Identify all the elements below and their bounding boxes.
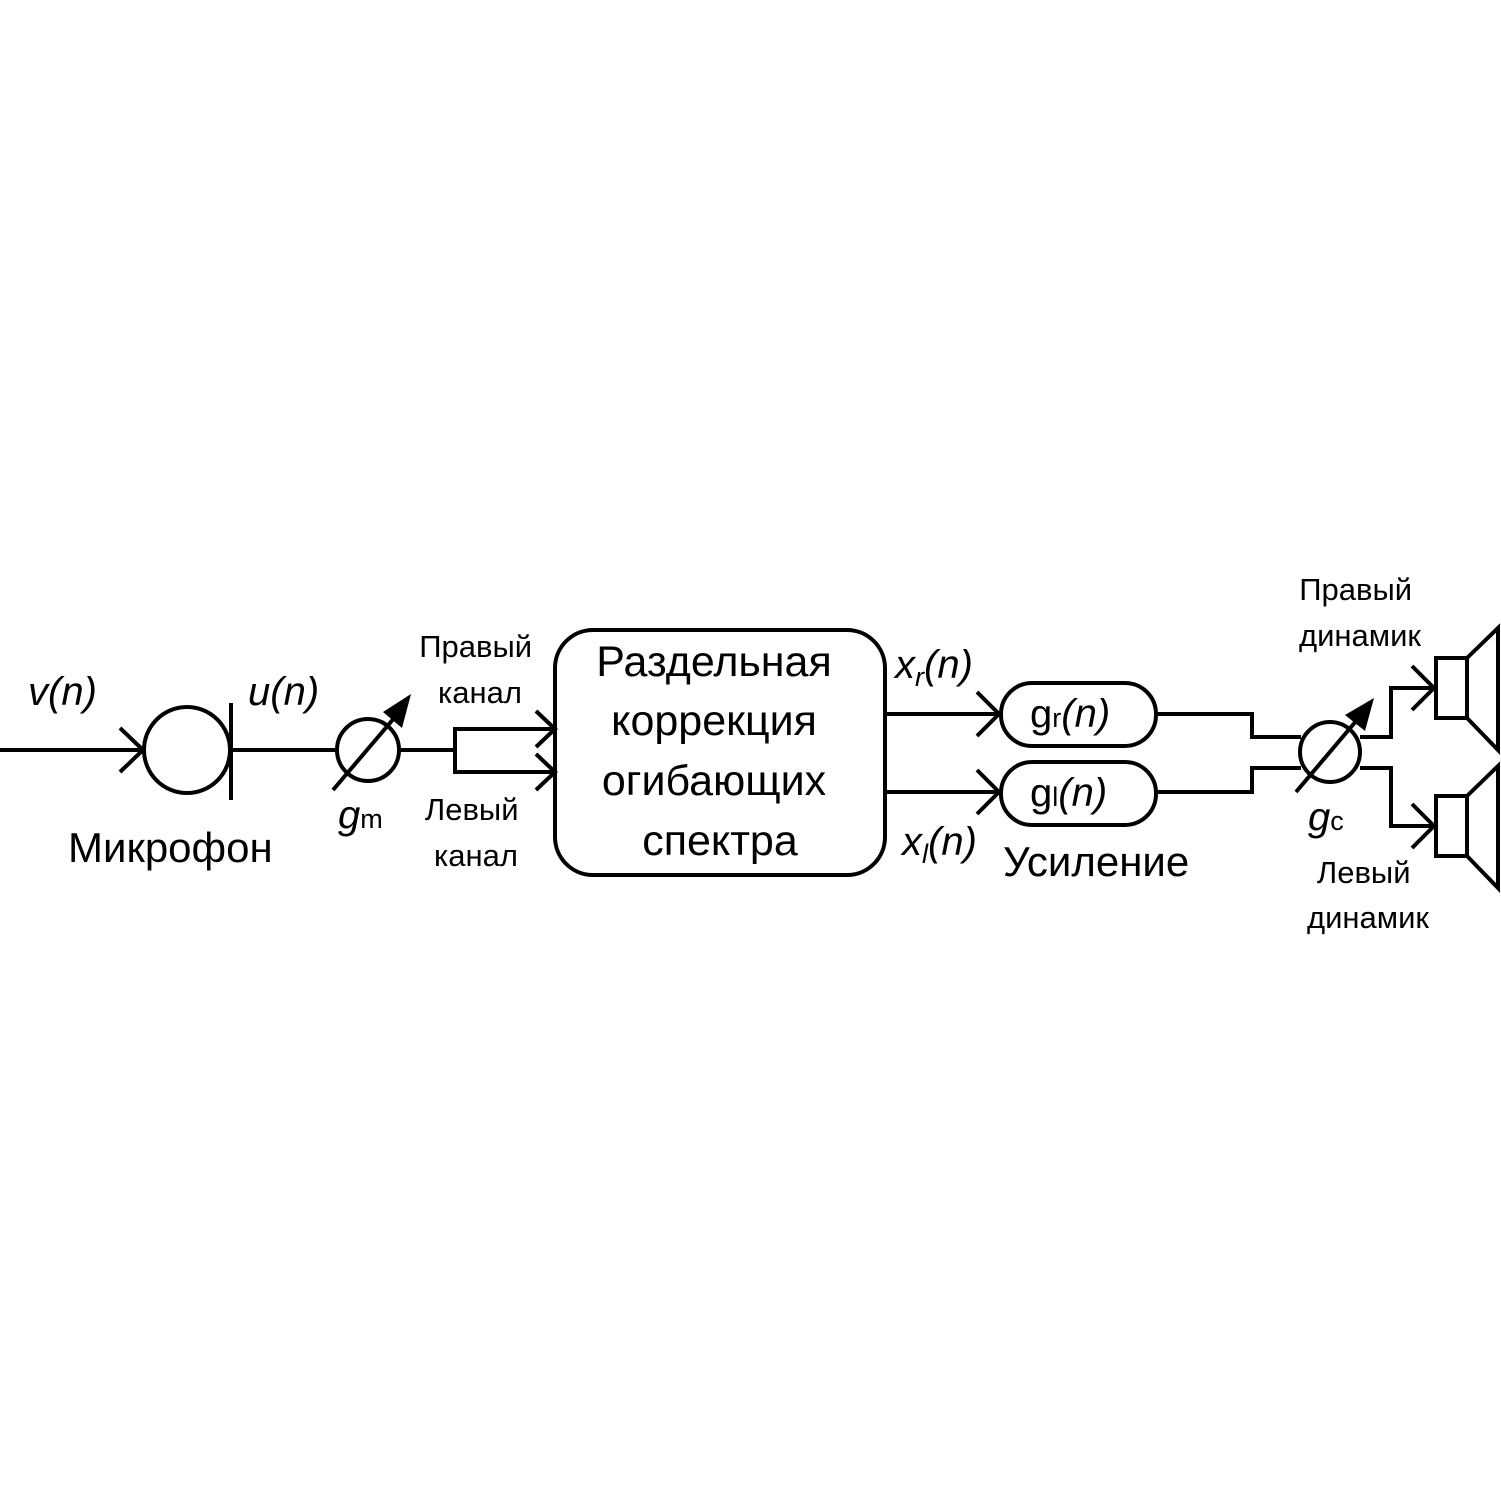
microphone-label: Микрофон xyxy=(68,824,273,871)
right-output-signal-label: xr(n) xyxy=(893,643,973,692)
left-amplifier-label: gl(n) xyxy=(1030,771,1107,815)
left-speaker-line xyxy=(1360,766,1437,850)
microphone-icon xyxy=(142,703,233,800)
input-line xyxy=(0,726,146,774)
mic-output-signal-label: u(n) xyxy=(248,670,319,714)
envelope-correction-block xyxy=(553,628,887,877)
gain-gm-label: gm xyxy=(338,793,383,837)
right-amplifier-label: gr(n) xyxy=(1030,692,1110,736)
right-speaker-icon xyxy=(1434,623,1500,755)
channel-splitter xyxy=(400,709,558,792)
left-output-line xyxy=(885,768,1002,816)
input-signal-label: v(n) xyxy=(28,670,97,714)
left-amp-output-line xyxy=(1156,766,1301,794)
right-output-line xyxy=(885,690,1002,738)
right-amp-output-line xyxy=(1156,712,1301,739)
amplification-label: Усиление xyxy=(1003,838,1189,885)
right-speaker-label: Правый динамик xyxy=(1299,572,1421,653)
left-speaker-label: Левый динамик xyxy=(1307,855,1429,935)
right-channel-label: Правый канал xyxy=(419,629,540,710)
left-speaker-icon xyxy=(1434,761,1500,893)
left-channel-label: Левый канал xyxy=(425,792,527,873)
variable-gain-gc-icon xyxy=(1294,698,1374,794)
envelope-correction-label: Раздельная коррекция огибающих спектра xyxy=(596,638,843,865)
variable-gain-gm-icon xyxy=(331,694,411,792)
gain-gc-label: gc xyxy=(1308,795,1344,839)
left-output-signal-label: xl(n) xyxy=(900,820,977,869)
